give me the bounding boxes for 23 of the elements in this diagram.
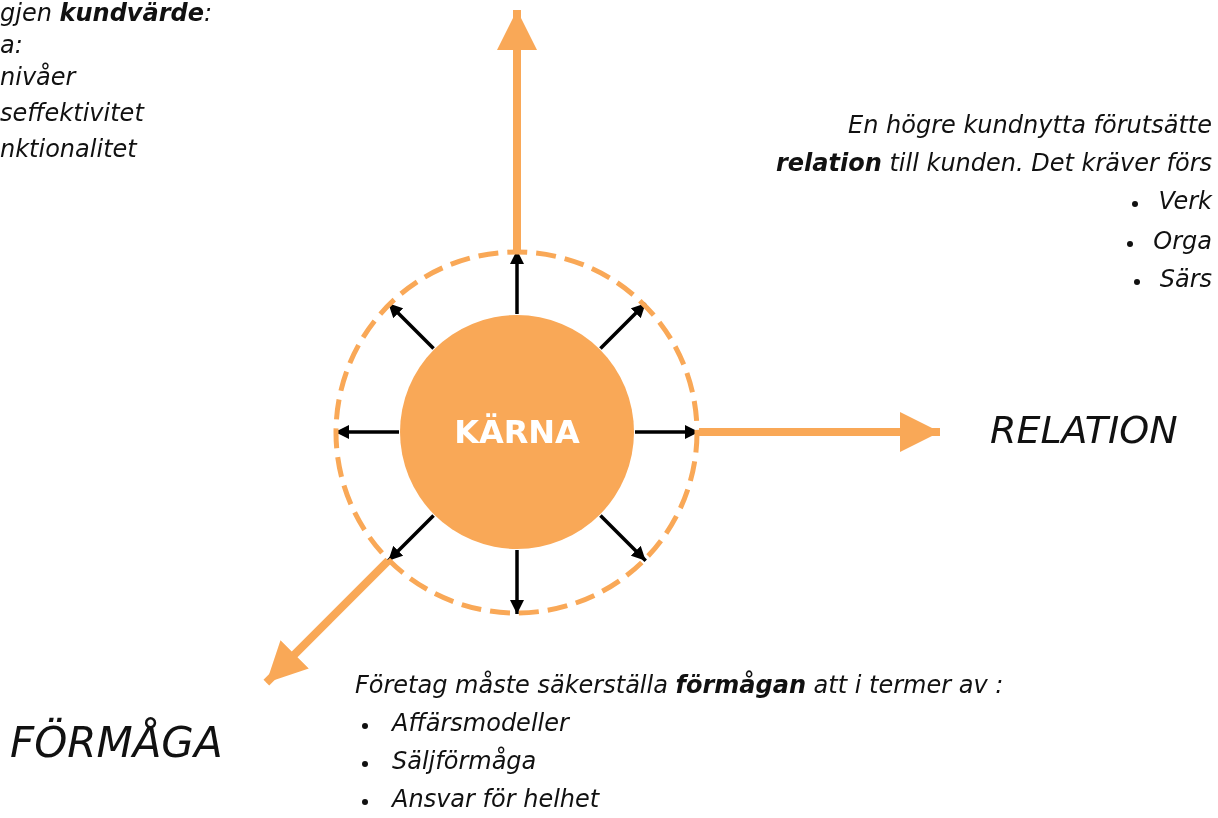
arrow [263,557,392,686]
arrow [599,514,647,562]
text-line: nktionalitet [0,136,137,164]
arrow [387,514,435,562]
text-line: Verk [1158,188,1212,216]
text-line: relation till kunden. Det kräver förs [776,150,1212,178]
text-line: Företag måste säkerställa förmågan att i termer av : [355,672,1004,700]
text-line: En högre kundnytta förutsätte [848,112,1212,140]
text-line: seffektivitet [0,100,144,128]
text-line: gjen kundvärde: [0,0,213,28]
text-line: Orga [1153,228,1212,256]
arrow [510,550,524,614]
text-line: Säljförmåga [392,748,537,776]
text-line: nivåer [0,64,76,92]
arrow [599,302,647,350]
text-line: Affärsmodeller [392,710,569,738]
axis-label: FÖRMÅGA [10,718,270,774]
arrow [387,302,435,350]
text-line: Särs [1159,266,1212,294]
text-line: a: [0,32,23,60]
axis-label: RELATION [990,408,1218,458]
text-line: Ansvar för helhet [392,786,600,814]
core-circle: KÄRNA [400,315,634,549]
